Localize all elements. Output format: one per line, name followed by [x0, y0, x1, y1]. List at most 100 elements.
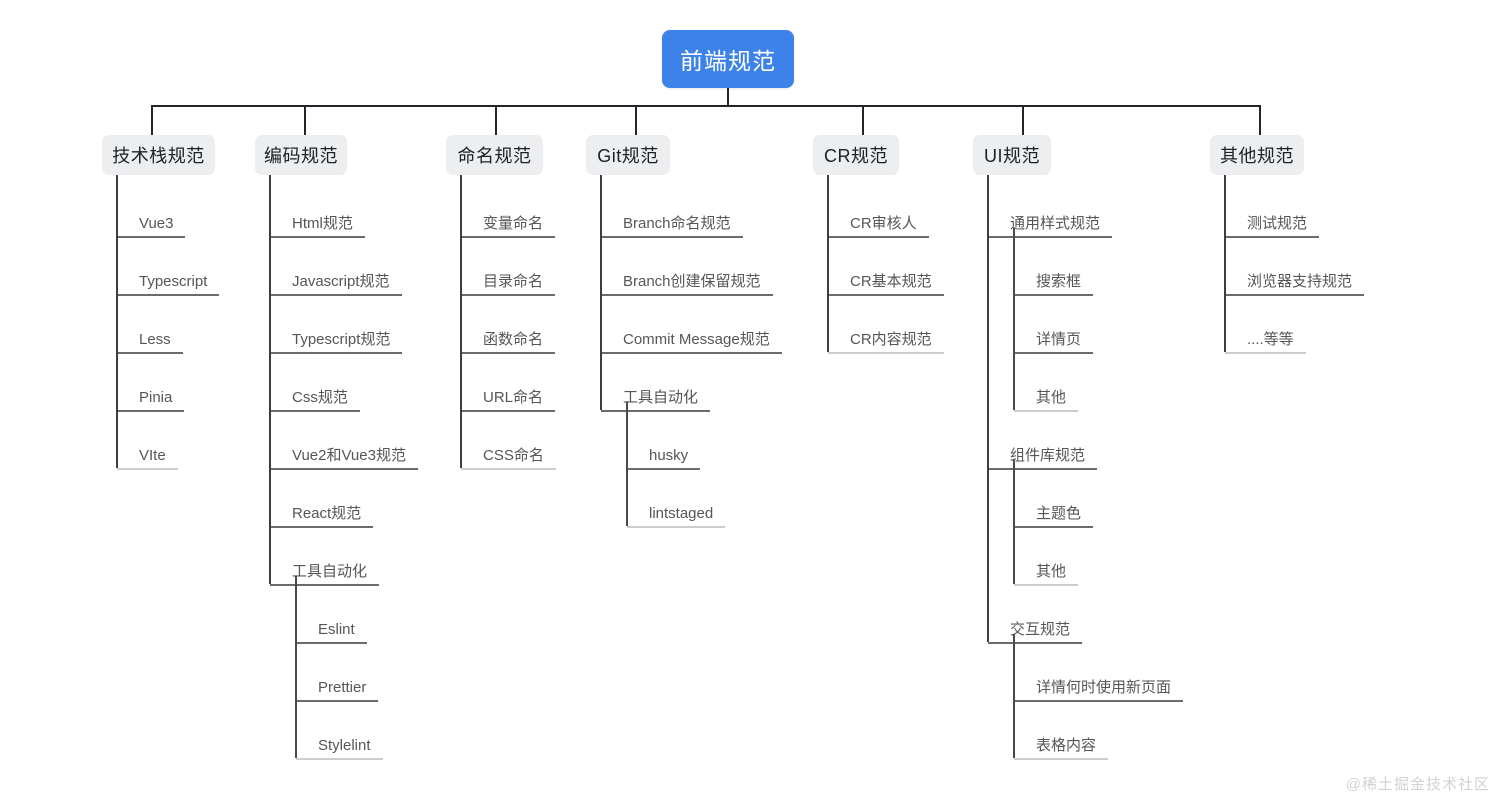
leaf-rule	[1014, 700, 1183, 702]
watermark: @稀土掘金技术社区	[1345, 776, 1490, 793]
leaf-rule	[828, 236, 929, 238]
leaf-rule	[988, 236, 1112, 238]
leaf-label[interactable]: 浏览器支持规范	[1247, 273, 1353, 290]
leaf-rule	[627, 526, 725, 528]
leaf-rule	[988, 468, 1097, 470]
leaf-label[interactable]: 主题色	[1036, 505, 1082, 522]
leaf-label[interactable]: 通用样式规范	[1010, 215, 1101, 232]
branch-spine	[600, 175, 602, 410]
leaf-label[interactable]: Typescript规范	[292, 331, 391, 348]
leaf-label[interactable]: VIte	[139, 447, 166, 464]
leaf-label[interactable]: 交互规范	[1010, 621, 1071, 638]
leaf-rule	[117, 352, 183, 354]
leaf-label[interactable]: Eslint	[318, 621, 355, 638]
leaf-rule	[461, 294, 555, 296]
leaf-label[interactable]: Typescript	[139, 273, 208, 290]
branch-stem-3	[635, 105, 637, 135]
branch-spine	[460, 175, 462, 468]
leaf-label[interactable]: Html规范	[292, 215, 353, 232]
leaf-label[interactable]: Javascript规范	[292, 273, 390, 290]
leaf-rule	[627, 468, 700, 470]
leaf-label[interactable]: 详情页	[1036, 331, 1082, 348]
leaf-label[interactable]: Less	[139, 331, 171, 348]
leaf-rule	[1225, 352, 1306, 354]
leaf-label[interactable]: 其他	[1036, 389, 1067, 406]
branch-node-label: UI规范	[984, 146, 1040, 166]
leaf-rule	[296, 700, 378, 702]
leaf-rule	[270, 526, 373, 528]
leaf-rule	[117, 236, 185, 238]
branch-stem-1	[304, 105, 306, 135]
leaf-label[interactable]: 函数命名	[483, 331, 544, 348]
leaf-rule	[1014, 352, 1093, 354]
leaf-label[interactable]: CSS命名	[483, 447, 544, 464]
branch-node-label: 技术栈规范	[112, 146, 205, 166]
leaf-rule	[270, 584, 379, 586]
leaf-rule	[461, 410, 555, 412]
leaf-label[interactable]: Stylelint	[318, 737, 371, 754]
leaf-rule	[296, 758, 383, 760]
leaf-rule	[1225, 294, 1364, 296]
branch-spine	[116, 175, 118, 468]
sub-spine	[1013, 634, 1015, 758]
leaf-label[interactable]: URL命名	[483, 389, 544, 406]
branch-spine	[827, 175, 829, 352]
branch-stem-2	[495, 105, 497, 135]
leaf-label[interactable]: 目录命名	[483, 273, 544, 290]
branch-stem-4	[862, 105, 864, 135]
branch-node-其他规范[interactable]: 其他规范	[1210, 135, 1304, 175]
leaf-rule	[1014, 410, 1078, 412]
leaf-label[interactable]: Css规范	[292, 389, 348, 406]
leaf-label[interactable]: 其他	[1036, 563, 1067, 580]
leaf-label[interactable]: Commit Message规范	[623, 331, 770, 348]
leaf-rule	[988, 642, 1082, 644]
leaf-label[interactable]: Prettier	[318, 679, 367, 696]
branch-node-label: 其他规范	[1220, 146, 1294, 166]
leaf-label[interactable]: 工具自动化	[292, 563, 368, 580]
leaf-label[interactable]: CR审核人	[850, 215, 917, 232]
leaf-label[interactable]: 搜索框	[1036, 273, 1082, 290]
leaf-label[interactable]: 变量命名	[483, 215, 544, 232]
branch-node-UI规范[interactable]: UI规范	[973, 135, 1051, 175]
leaf-label[interactable]: Vue2和Vue3规范	[292, 447, 406, 464]
leaf-rule	[1014, 526, 1093, 528]
leaf-rule	[270, 236, 365, 238]
leaf-rule	[461, 236, 555, 238]
leaf-label[interactable]: lintstaged	[649, 505, 714, 522]
leaf-rule	[117, 294, 219, 296]
leaf-rule	[461, 352, 555, 354]
leaf-rule	[601, 236, 743, 238]
leaf-label[interactable]: husky	[649, 447, 689, 464]
leaf-label[interactable]: Pinia	[139, 389, 173, 406]
branch-node-编码规范[interactable]: 编码规范	[255, 135, 347, 175]
branch-node-label: CR规范	[824, 146, 888, 166]
branch-stem-0	[151, 105, 153, 135]
branch-node-技术栈规范[interactable]: 技术栈规范	[102, 135, 215, 175]
leaf-rule	[1225, 236, 1319, 238]
leaf-label[interactable]: React规范	[292, 505, 362, 522]
leaf-label[interactable]: Branch创建保留规范	[623, 273, 761, 290]
leaf-rule	[1014, 584, 1078, 586]
sub-spine	[626, 402, 628, 526]
leaf-label[interactable]: Vue3	[139, 215, 174, 232]
leaf-label[interactable]: Branch命名规范	[623, 215, 731, 232]
branch-stem-6	[1259, 105, 1261, 135]
branch-node-命名规范[interactable]: 命名规范	[446, 135, 543, 175]
leaf-label[interactable]: 测试规范	[1247, 215, 1308, 232]
leaf-label[interactable]: CR内容规范	[850, 331, 932, 348]
leaf-rule	[461, 468, 556, 470]
leaf-label[interactable]: ....等等	[1247, 331, 1294, 348]
leaf-rule	[1014, 758, 1108, 760]
branch-node-CR规范[interactable]: CR规范	[813, 135, 899, 175]
leaf-rule	[601, 352, 782, 354]
leaf-label[interactable]: 工具自动化	[623, 389, 699, 406]
leaf-rule	[296, 642, 367, 644]
leaf-label[interactable]: 详情何时使用新页面	[1036, 679, 1172, 696]
branch-node-Git规范[interactable]: Git规范	[586, 135, 670, 175]
leaf-label[interactable]: 表格内容	[1036, 737, 1097, 754]
leaf-label[interactable]: 组件库规范	[1010, 447, 1086, 464]
leaf-rule	[1014, 294, 1093, 296]
leaf-label[interactable]: CR基本规范	[850, 273, 932, 290]
leaf-rule	[601, 410, 710, 412]
leaf-rule	[270, 294, 402, 296]
